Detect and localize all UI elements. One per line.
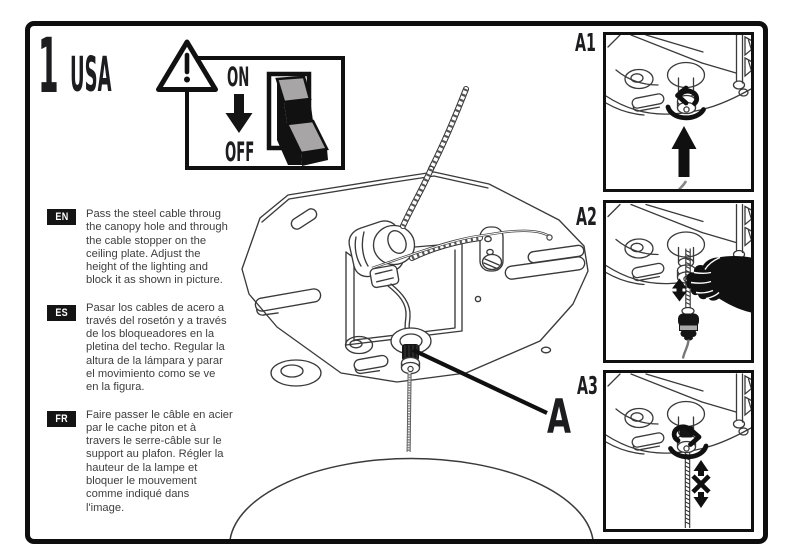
- warning-triangle-icon: [156, 39, 218, 92]
- instruction-text-fr: Faire passer le câble en acier par le ca…: [86, 408, 233, 514]
- step-number: 1: [38, 21, 59, 110]
- part-label-a: A: [547, 390, 572, 445]
- detail-panel-a3: [603, 370, 754, 532]
- switch-off-label: OFF: [225, 137, 255, 168]
- panel-a3-illustration: [606, 373, 751, 528]
- insert-up-arrow-icon: [671, 126, 697, 177]
- panel-label-a2: A2: [576, 202, 597, 231]
- lang-badge-fr-label: FR: [55, 413, 68, 425]
- instruction-text-en: Pass the steel cable throug the canopy h…: [86, 208, 228, 287]
- panel-label-a3: A3: [577, 371, 598, 400]
- region-title: USA: [70, 46, 112, 103]
- lang-badge-es-label: ES: [55, 307, 68, 319]
- cable-ferrule: [678, 306, 699, 341]
- panel-a2-illustration: [606, 203, 751, 359]
- a1-cable: [677, 180, 688, 189]
- switch-on-label: ON: [227, 62, 250, 93]
- a2-cable-below: [681, 339, 690, 359]
- hand-icon: [686, 256, 751, 313]
- lang-badge-en-label: EN: [54, 211, 69, 223]
- panel-label-a1: A1: [575, 28, 596, 57]
- panel-a1-illustration: [606, 35, 751, 189]
- adjust-up-down-arrow-icon: [672, 278, 687, 302]
- lang-badge-es: ES: [47, 305, 76, 321]
- a3-cable: [684, 452, 691, 528]
- locked-arrow-x-icon: [691, 460, 711, 508]
- lang-badge-en: EN: [47, 209, 76, 225]
- down-arrow-icon: [225, 94, 253, 133]
- detail-panel-a1: [603, 32, 754, 192]
- warning-graphics: [156, 39, 329, 166]
- rocker-switch-off-icon: [266, 71, 329, 166]
- instruction-text-es: Pasar los cables de acero a través del r…: [86, 301, 227, 394]
- page-frame: [25, 21, 768, 544]
- lang-badge-fr: FR: [47, 411, 76, 427]
- detail-panel-a2: [603, 200, 754, 363]
